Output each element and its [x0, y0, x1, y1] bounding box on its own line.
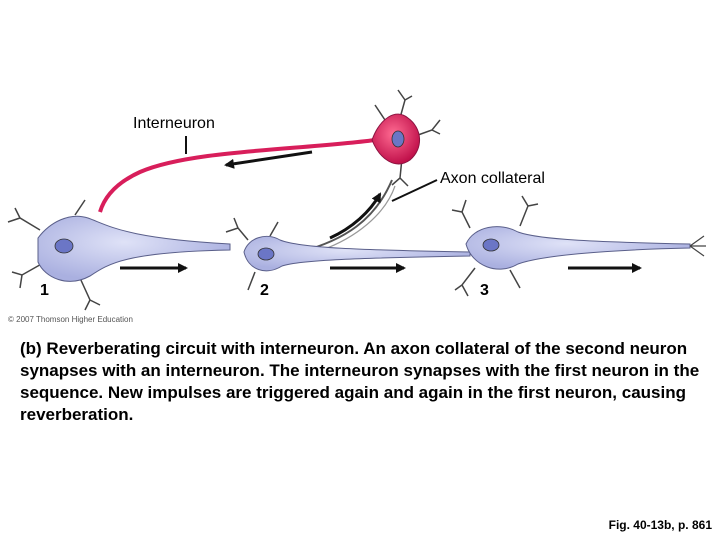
figure-reference: Fig. 40-13b, p. 861	[608, 518, 712, 532]
interneuron-axon	[98, 138, 376, 213]
axon-collateral-leader-line	[391, 179, 438, 202]
neuron-2	[225, 217, 471, 291]
interneuron-nucleus	[391, 130, 405, 148]
axon-collateral-label: Axon collateral	[440, 170, 545, 187]
figure-caption: (b) Reverberating circuit with interneur…	[20, 339, 700, 424]
neuron-1	[7, 199, 231, 311]
axon-collateral-return	[321, 185, 396, 251]
neuron-3-nucleus	[482, 238, 500, 252]
reverberating-circuit-diagram	[7, 89, 706, 311]
copyright-notice: © 2007 Thomson Higher Education	[8, 315, 133, 324]
arrow-interneuron-feedback	[224, 150, 313, 169]
neuron-1-nucleus	[54, 238, 74, 254]
arrow-collateral-up	[329, 192, 382, 240]
interneuron-dendrites	[374, 89, 441, 187]
neuron-3-label: 3	[480, 282, 489, 299]
neuron-3	[451, 195, 706, 297]
neuron-1-label: 1	[40, 282, 49, 299]
axon-collateral-branch	[299, 179, 393, 253]
interneuron-label: Interneuron	[133, 115, 215, 132]
neuron-2-label: 2	[260, 282, 269, 299]
neuron-2-nucleus	[257, 247, 275, 261]
